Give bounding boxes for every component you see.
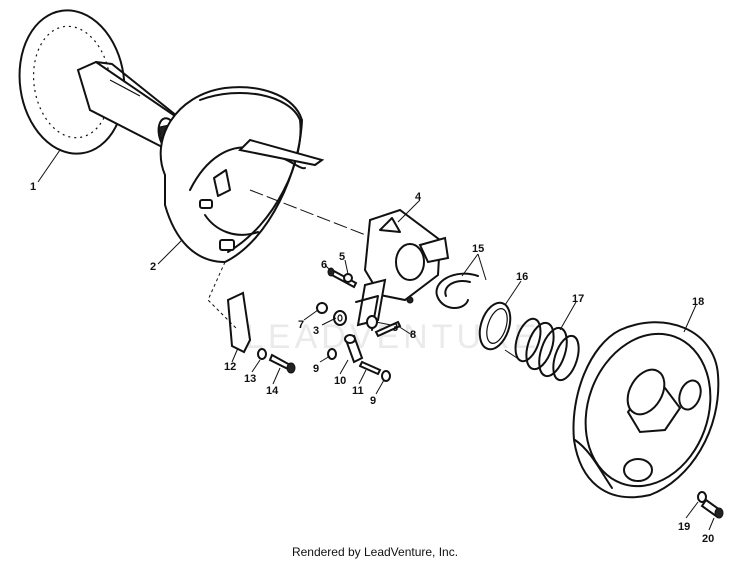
callout-19: 19 — [678, 521, 690, 533]
part-16-retainer — [478, 301, 512, 351]
callout-9-left: 9 — [313, 363, 319, 375]
callout-17: 17 — [572, 293, 584, 305]
footer-credit: Rendered by LeadVenture, Inc. — [291, 545, 459, 559]
callout-6: 6 — [321, 259, 327, 271]
callout-1: 1 — [30, 181, 36, 193]
part-15-snap-ring — [435, 272, 479, 309]
callout-labels: 1 2 3 3 4 5 6 7 8 9 9 10 11 12 13 14 15 … — [30, 181, 714, 545]
part-18-cover-plate — [572, 321, 720, 499]
part-4-flyweight-assembly — [355, 208, 450, 331]
part-12-bracket — [207, 261, 252, 354]
part-3-washer-left — [333, 310, 347, 326]
part-3-washer-right — [366, 315, 378, 329]
part-9-washer-right — [381, 370, 391, 382]
callout-16: 16 — [516, 271, 528, 283]
part-19-washer — [697, 491, 707, 503]
part-14-bolt — [268, 353, 296, 374]
part-7-nut — [316, 302, 328, 314]
part-5-nut — [343, 273, 353, 283]
callout-20: 20 — [702, 533, 714, 545]
callout-12: 12 — [224, 361, 236, 373]
part-13-washer — [257, 348, 267, 360]
part-20-bolt — [700, 498, 724, 519]
callout-13: 13 — [244, 373, 256, 385]
callout-15: 15 — [472, 243, 484, 255]
callout-7: 7 — [298, 319, 304, 331]
callout-9-right: 9 — [370, 395, 376, 407]
callout-10: 10 — [334, 375, 346, 387]
part-10-bushing — [344, 334, 364, 364]
callout-14: 14 — [266, 385, 279, 397]
callout-5: 5 — [339, 251, 345, 263]
callout-18: 18 — [692, 296, 704, 308]
callout-3-right: 3 — [392, 322, 398, 334]
callout-11: 11 — [352, 385, 364, 397]
part-17-spring — [504, 317, 580, 382]
part-1-drive-plate-shaft — [18, 9, 183, 155]
callout-4: 4 — [415, 191, 422, 203]
part-11-pin — [358, 360, 382, 376]
callout-2: 2 — [150, 261, 156, 273]
callout-8: 8 — [410, 329, 416, 341]
part-9-washer-left — [327, 348, 337, 360]
callout-3-left: 3 — [313, 325, 319, 337]
callout-leaders — [37, 149, 715, 531]
